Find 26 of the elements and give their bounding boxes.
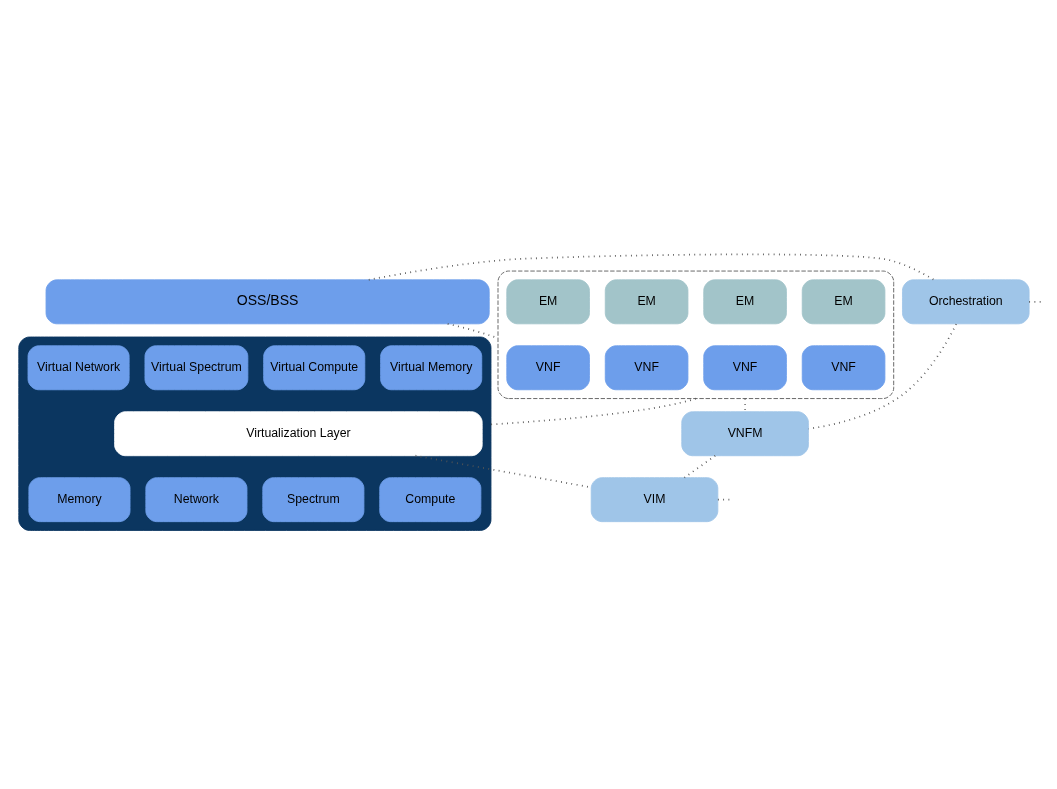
node-box: Compute: [379, 477, 482, 523]
connector: [683, 454, 717, 479]
node-box: Virtual Network: [27, 345, 130, 391]
node-box: Spectrum: [262, 477, 365, 523]
cluster: [497, 270, 895, 399]
node-box: EM: [801, 279, 886, 325]
connector: [490, 397, 697, 426]
node-box: EM: [703, 279, 787, 325]
node-box: Orchestration: [902, 279, 1030, 325]
node-box: VNFM: [681, 411, 809, 457]
node-box: EM: [506, 279, 590, 325]
node-box: Network: [145, 477, 248, 523]
node-box: VNF: [604, 345, 689, 391]
node-box: Memory: [28, 477, 131, 523]
cluster: [18, 336, 492, 531]
node-box: VIM: [590, 477, 719, 523]
connector: [367, 253, 935, 281]
node-box: VNF: [506, 345, 590, 391]
node-box: EM: [604, 279, 689, 325]
node-box: VNF: [703, 345, 787, 391]
node-box: VNF: [801, 345, 886, 391]
node-box: OSS/BSS: [45, 279, 490, 325]
node-box: Virtual Memory: [380, 345, 483, 391]
node-box: Virtualization Layer: [114, 411, 483, 457]
node-box: Virtual Compute: [263, 345, 366, 391]
node-box: Virtual Spectrum: [144, 345, 249, 391]
